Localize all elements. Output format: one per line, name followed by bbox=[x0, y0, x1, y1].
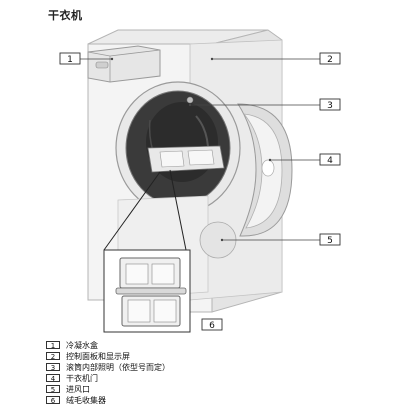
legend-label: 绒毛收集器 bbox=[66, 395, 106, 405]
legend-label: 冷凝水盒 bbox=[66, 340, 98, 350]
lint-filter-in-opening bbox=[147, 145, 225, 173]
legend-item: 5 进风口 bbox=[46, 384, 376, 394]
callout-2: 2 bbox=[319, 52, 341, 65]
lint-filter-detail bbox=[115, 257, 187, 327]
svg-text:1: 1 bbox=[67, 55, 73, 65]
callout-3: 3 bbox=[319, 98, 341, 111]
legend-item: 1 冷凝水盒 bbox=[46, 340, 376, 350]
svg-text:4: 4 bbox=[327, 156, 333, 166]
legend-number: 6 bbox=[46, 396, 60, 405]
callout-5: 5 bbox=[319, 233, 341, 246]
callout-4: 4 bbox=[319, 153, 341, 166]
legend-item: 4 干衣机门 bbox=[46, 373, 376, 383]
legend-label: 进风口 bbox=[66, 384, 90, 394]
dryer-door bbox=[237, 103, 293, 237]
legend-number: 4 bbox=[46, 374, 60, 383]
legend: 1 冷凝水盒 2 控制面板和显示屏 3 滚筒内部照明（依型号而定） 4 干衣机门… bbox=[46, 340, 376, 406]
legend-number: 3 bbox=[46, 363, 60, 372]
legend-label: 控制面板和显示屏 bbox=[66, 351, 130, 361]
svg-text:2: 2 bbox=[327, 55, 333, 65]
condensate-drawer bbox=[87, 45, 161, 83]
legend-number: 2 bbox=[46, 352, 60, 361]
legend-label: 滚筒内部照明（依型号而定） bbox=[66, 362, 170, 372]
legend-number: 5 bbox=[46, 385, 60, 394]
svg-text:3: 3 bbox=[327, 101, 333, 111]
legend-label: 干衣机门 bbox=[66, 373, 98, 383]
legend-item: 2 控制面板和显示屏 bbox=[46, 351, 376, 361]
legend-number: 1 bbox=[46, 341, 60, 350]
legend-item: 3 滚筒内部照明（依型号而定） bbox=[46, 362, 376, 372]
svg-text:6: 6 bbox=[209, 321, 215, 331]
legend-item: 6 绒毛收集器 bbox=[46, 395, 376, 405]
callout-1: 1 bbox=[59, 52, 81, 65]
page-title: 干衣机 bbox=[48, 9, 83, 22]
callout-6: 6 bbox=[201, 318, 223, 331]
svg-text:5: 5 bbox=[327, 236, 333, 246]
drum-light bbox=[186, 96, 194, 104]
